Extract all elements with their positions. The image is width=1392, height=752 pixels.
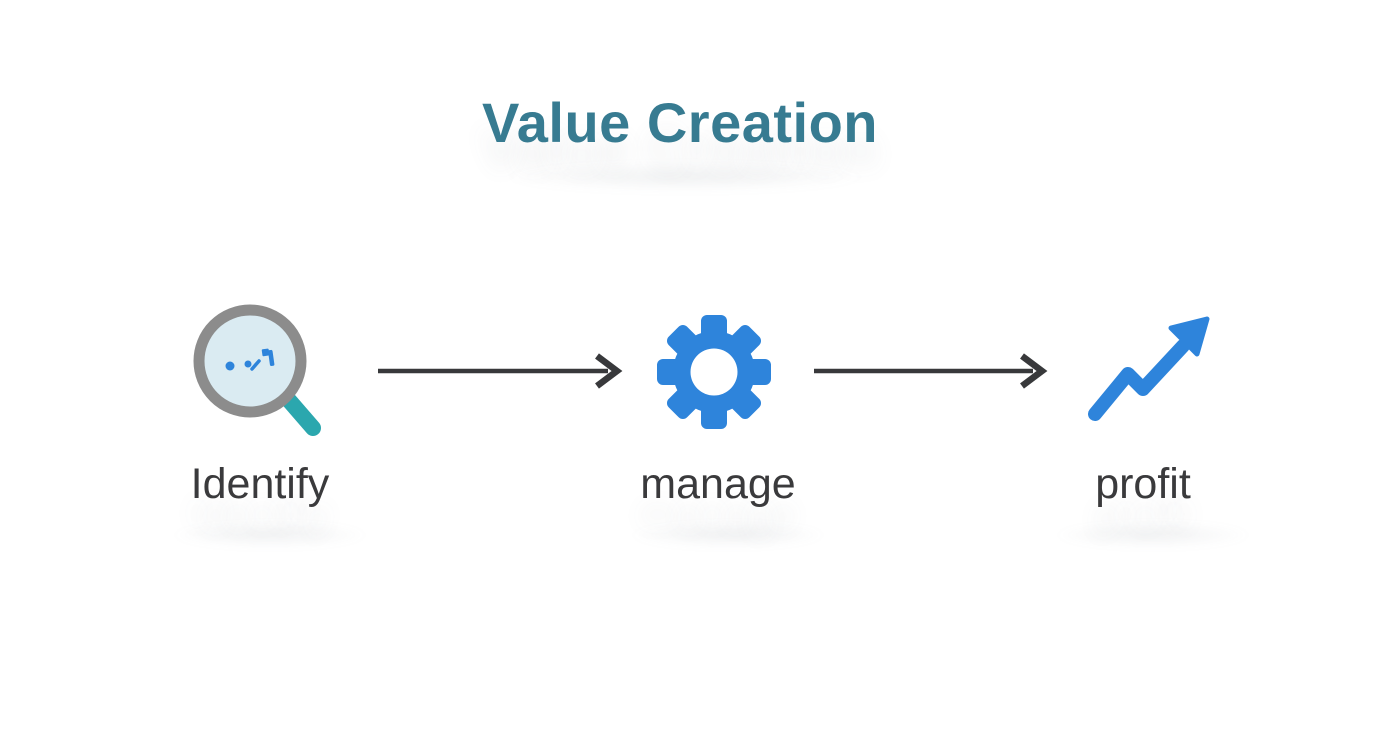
profit-shadow bbox=[1053, 522, 1253, 548]
gear-icon bbox=[657, 315, 771, 434]
page-title: Value Creation bbox=[481, 91, 879, 154]
arrow-identify-to-manage bbox=[378, 353, 623, 389]
step-label-identify: Identify bbox=[190, 460, 330, 508]
step-label-manage: manage bbox=[640, 460, 796, 508]
arrow-manage-to-profit bbox=[814, 353, 1048, 389]
trend-up-arrow-icon bbox=[1083, 310, 1213, 433]
step-label-profit: profit bbox=[1095, 460, 1191, 508]
magnifier-data-search-icon bbox=[193, 304, 333, 449]
title-shadow bbox=[500, 162, 870, 192]
manage-shadow bbox=[628, 522, 828, 548]
identify-shadow bbox=[170, 522, 370, 548]
